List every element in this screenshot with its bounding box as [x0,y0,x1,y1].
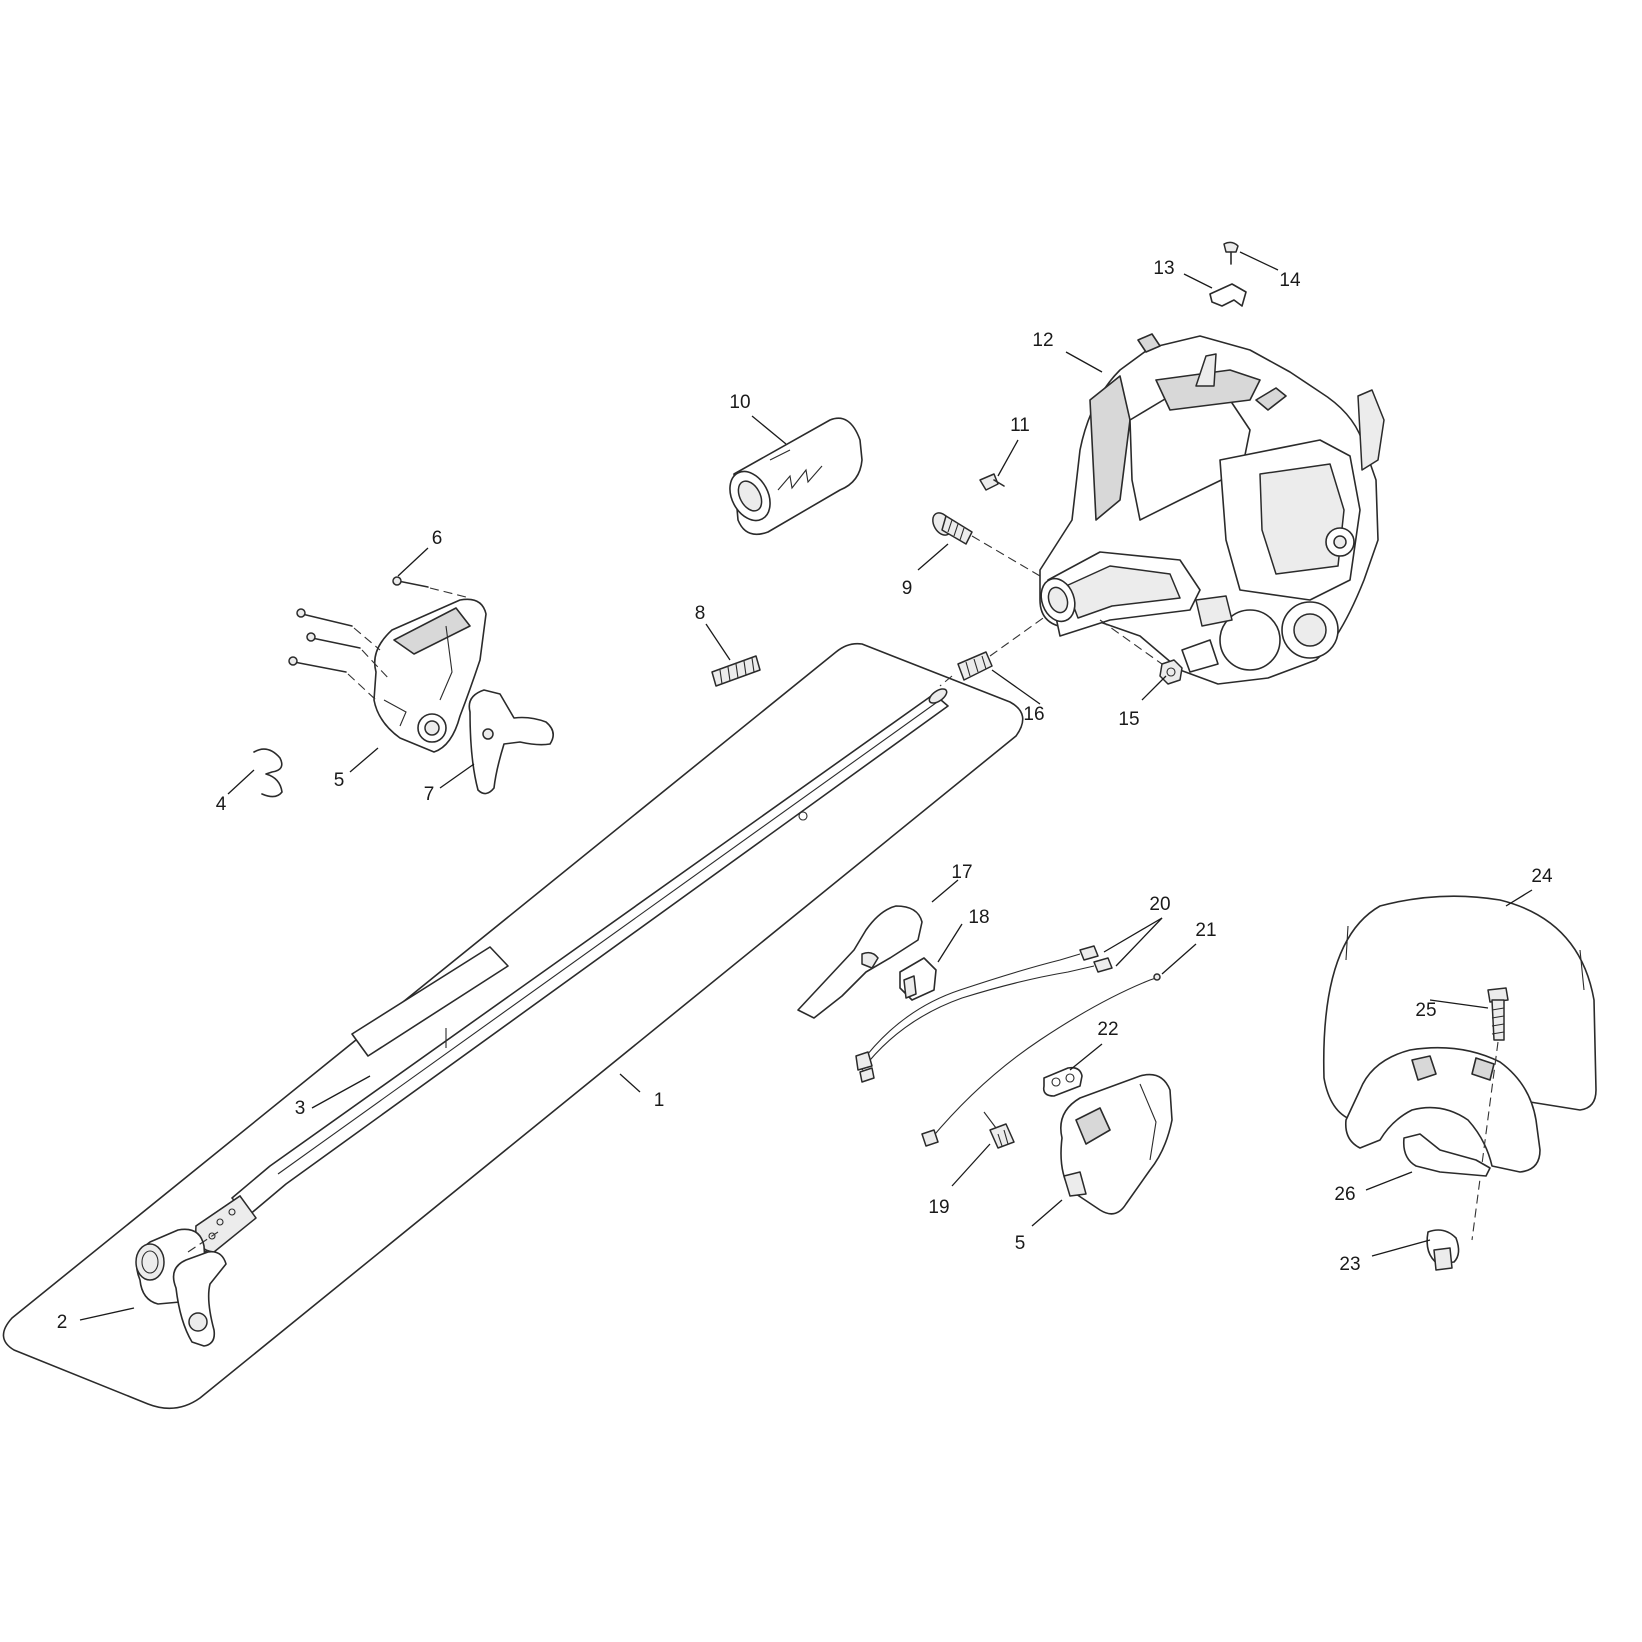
decal-part-3 [351,946,509,1057]
engine-part-12 [1039,333,1385,685]
callout-20: 20 [1149,894,1170,915]
callout-14: 14 [1279,270,1301,291]
callout-9: 9 [902,578,913,599]
callout-2: 2 [57,1312,68,1333]
callout-12: 12 [1032,330,1053,351]
leader-lines [79,251,1533,1321]
callout-4: 4 [216,794,227,815]
switch-part-18 [899,957,937,1001]
spring-part-16 [939,615,1047,687]
callout-13: 13 [1153,258,1174,279]
callout-10: 10 [729,392,750,413]
wing-nut-part-23 [1426,1229,1460,1271]
coupler-clamp-part-2 [135,1228,227,1347]
wire-harness-part-20 [855,945,1113,1083]
callout-7: 7 [424,784,435,805]
callout-5-lower: 5 [1015,1233,1026,1254]
callout-1: 1 [654,1090,665,1111]
bolt-part-25 [1471,987,1509,1241]
barrier-part-26 [1402,1133,1491,1177]
trigger-part-7 [468,689,554,795]
nut-part-15 [1159,659,1183,685]
handle-housing-part-5 [1060,1073,1173,1215]
callout-11: 11 [1010,415,1030,436]
throttle-cable-part-21 [921,973,1161,1147]
callout-26: 26 [1334,1184,1355,1205]
callout-23: 23 [1339,1254,1360,1275]
shaft-assembly-part-1 [2,642,1024,1410]
callout-25: 25 [1415,1000,1436,1021]
switch-label-part-22 [1042,1066,1083,1097]
bracket-part-13 [1209,283,1247,307]
callout-6: 6 [432,528,443,549]
spring-clip-part-4 [253,748,283,798]
callout-16: 16 [1023,704,1044,725]
screws-part-6 [288,576,471,701]
throttle-lever-part-17 [797,905,923,1019]
callout-21: 21 [1195,920,1216,941]
callout-8: 8 [695,603,706,624]
callout-24: 24 [1531,866,1553,887]
throttle-housing-part-5 [373,598,487,753]
callout-22: 22 [1097,1019,1118,1040]
callout-17: 17 [951,862,972,883]
screw-part-14 [1223,241,1239,265]
screw-part-11 [979,473,1005,491]
callout-19: 19 [928,1197,949,1218]
callout-15: 15 [1118,709,1139,730]
callout-3: 3 [295,1098,306,1119]
loop-handle-part-24 [1322,895,1597,1173]
grip-sleeve-part-10 [729,417,863,536]
callout-labels: 1 2 3 4 5 5 6 7 8 9 10 11 12 13 14 15 16… [57,258,1553,1333]
callout-18: 18 [968,907,989,928]
bolt-part-9 [932,512,1041,577]
torsion-spring-part-19 [983,1111,1015,1149]
spring-part-8 [711,655,761,687]
callout-5-upper: 5 [334,770,345,791]
